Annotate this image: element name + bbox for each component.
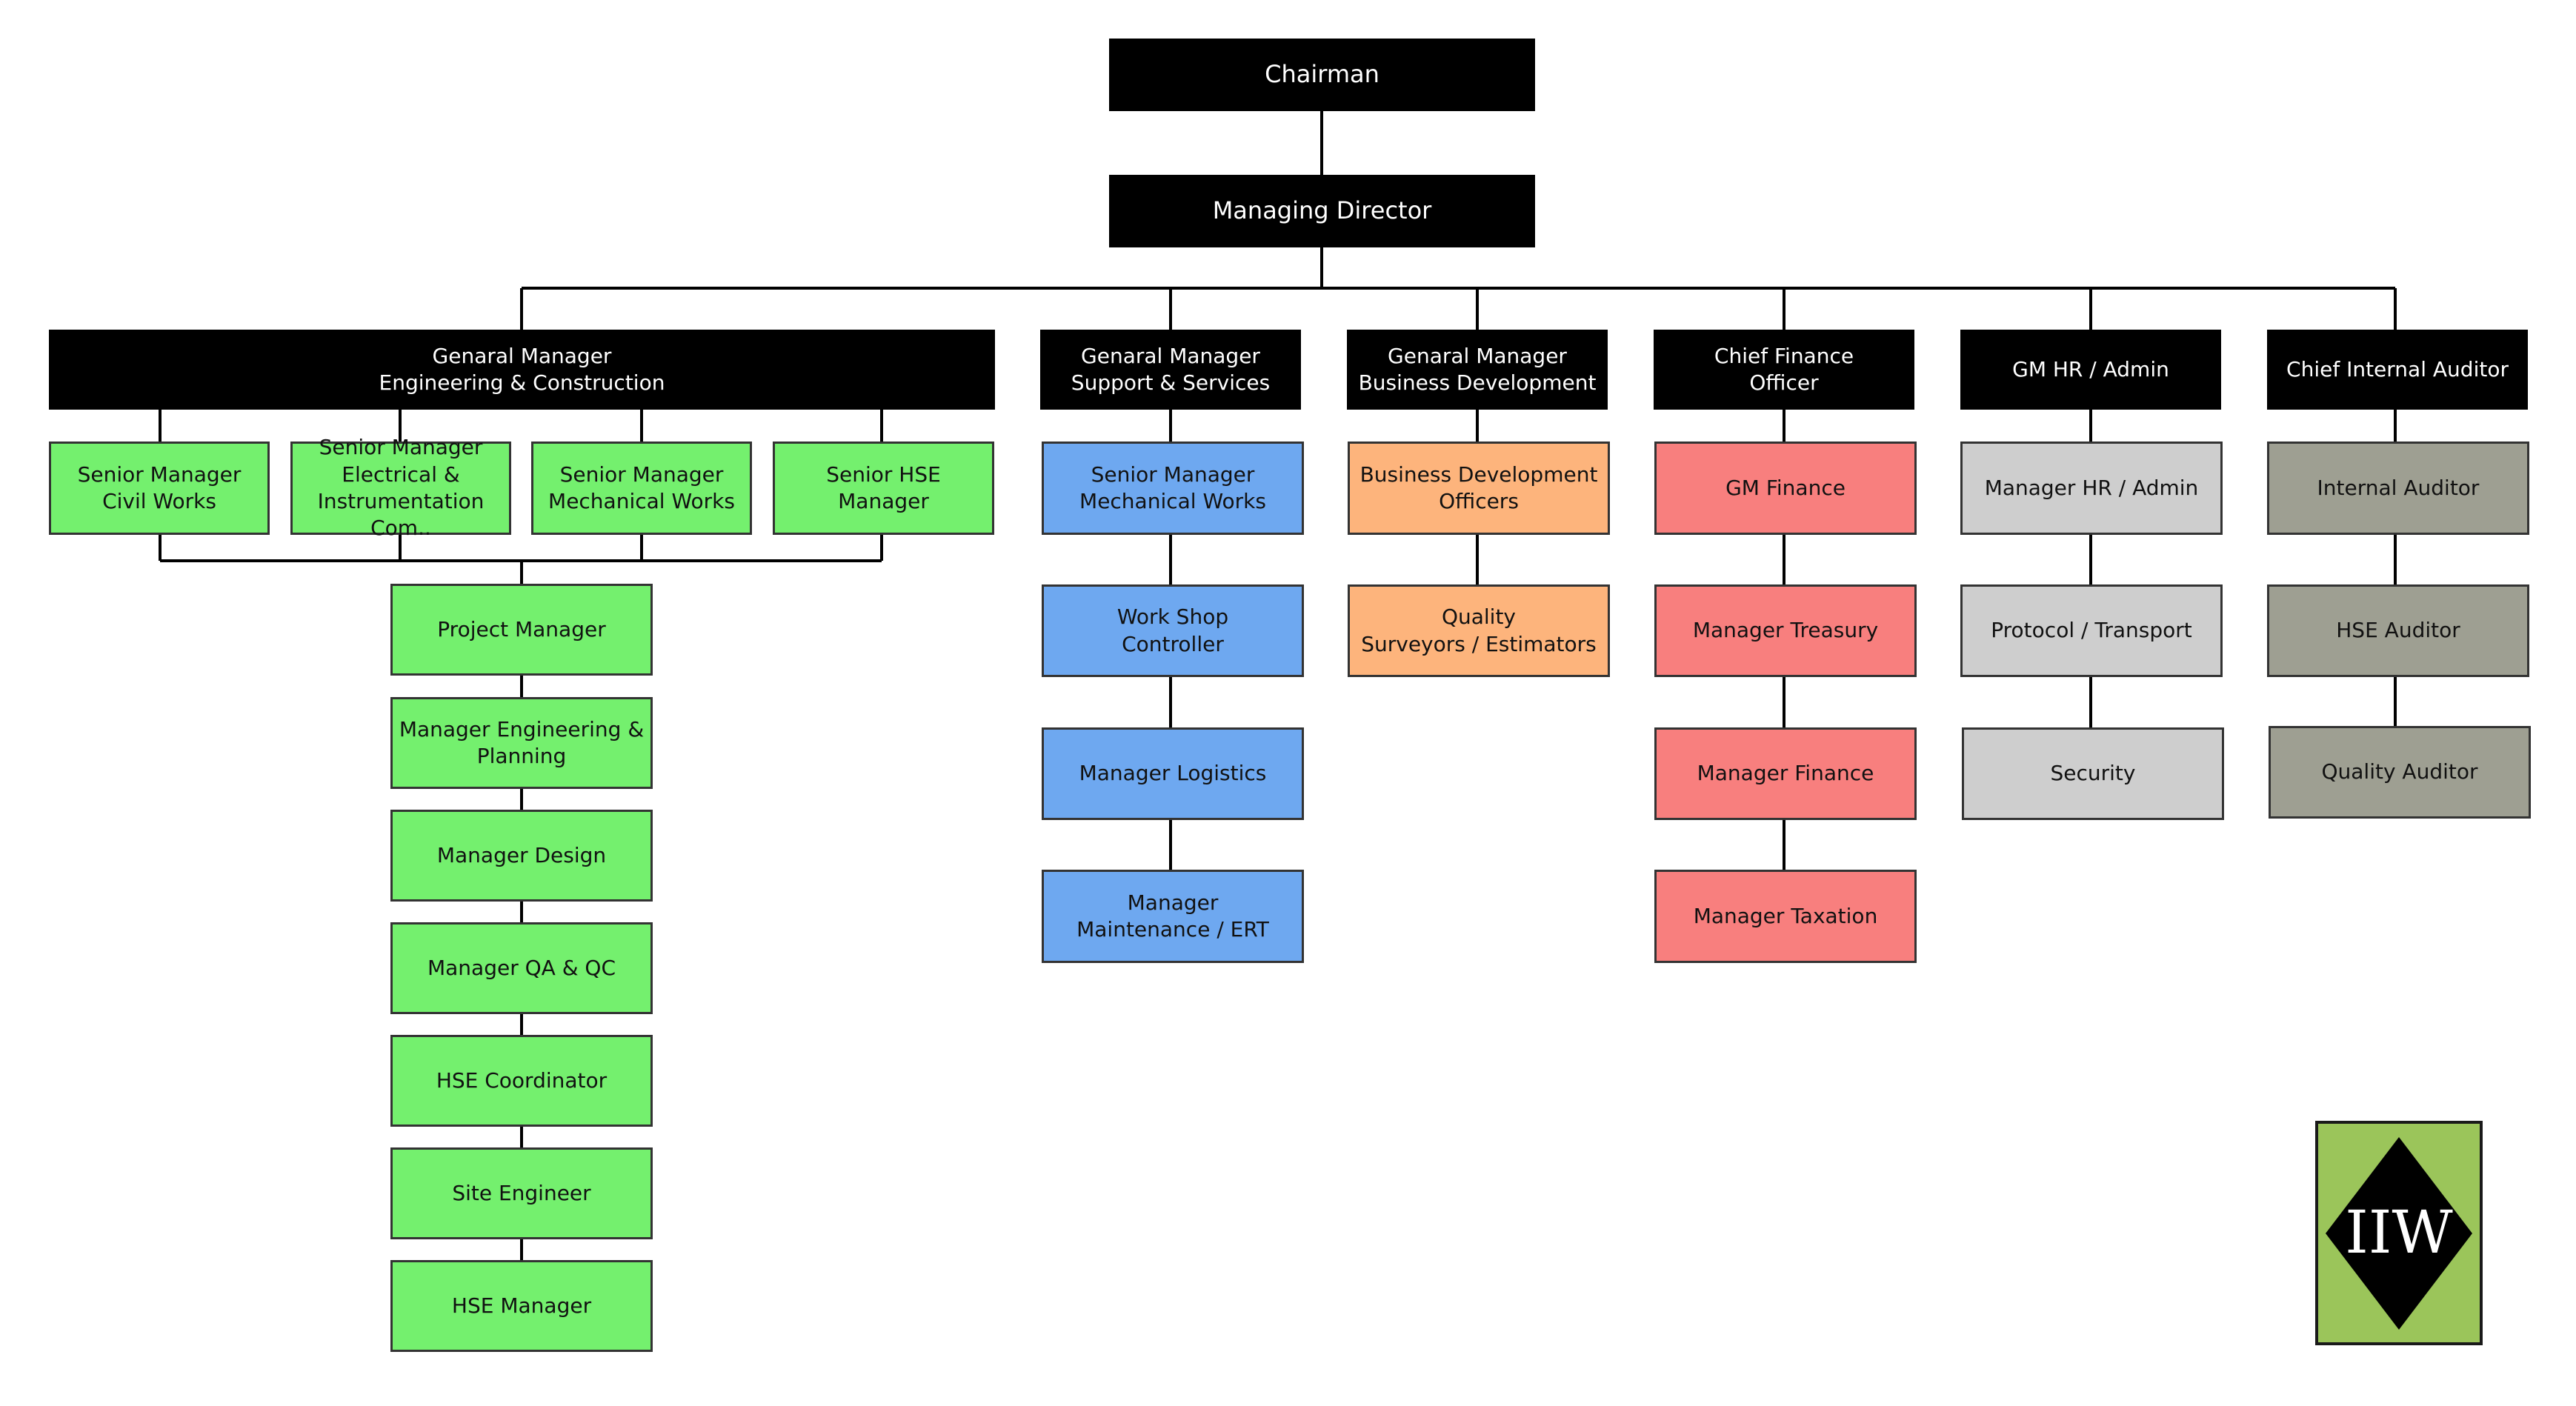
manager-design-box[interactable]: Manager Design <box>390 810 653 902</box>
manager-taxation-box[interactable]: Manager Taxation <box>1654 870 1917 963</box>
gm-engineering-construction-box[interactable]: Genaral Manager Engineering & Constructi… <box>49 330 995 410</box>
chief-internal-auditor-box[interactable]: Chief Internal Auditor <box>2267 330 2528 410</box>
business-development-officers-box[interactable]: Business Development Officers <box>1348 442 1610 535</box>
senior-manager-civil-works-box[interactable]: Senior Manager Civil Works <box>49 442 270 535</box>
work-shop-controller-box[interactable]: Work Shop Controller <box>1042 584 1304 677</box>
chairman-box[interactable]: Chairman <box>1109 39 1535 111</box>
managing-director-box[interactable]: Managing Director <box>1109 175 1535 247</box>
gm-hr-admin-box[interactable]: GM HR / Admin <box>1960 330 2221 410</box>
quality-surveyors-estimators-box[interactable]: Quality Surveyors / Estimators <box>1348 584 1610 677</box>
iiw-logo: IIW <box>2315 1121 2483 1345</box>
quality-auditor-box[interactable]: Quality Auditor <box>2269 726 2531 819</box>
internal-auditor-box[interactable]: Internal Auditor <box>2267 442 2529 535</box>
manager-engineering-planning-box[interactable]: Manager Engineering & Planning <box>390 697 653 789</box>
senior-hse-manager-box[interactable]: Senior HSE Manager <box>773 442 994 535</box>
manager-maintenance-ert-box[interactable]: Manager Maintenance / ERT <box>1042 870 1304 963</box>
senior-manager-mechanical-works-box[interactable]: Senior Manager Mechanical Works <box>531 442 752 535</box>
logo-diamond-icon: IIW <box>2326 1137 2472 1330</box>
hse-auditor-box[interactable]: HSE Auditor <box>2267 584 2529 677</box>
chief-finance-officer-box[interactable]: Chief Finance Officer <box>1654 330 1914 410</box>
hse-coordinator-box[interactable]: HSE Coordinator <box>390 1035 653 1127</box>
gm-support-services-box[interactable]: Genaral Manager Support & Services <box>1040 330 1301 410</box>
manager-finance-box[interactable]: Manager Finance <box>1654 727 1917 820</box>
logo-text: IIW <box>2345 1198 2452 1267</box>
manager-logistics-box[interactable]: Manager Logistics <box>1042 727 1304 820</box>
site-engineer-box[interactable]: Site Engineer <box>390 1147 653 1239</box>
support-senior-manager-mechanical-box[interactable]: Senior Manager Mechanical Works <box>1042 442 1304 535</box>
manager-treasury-box[interactable]: Manager Treasury <box>1654 584 1917 677</box>
senior-manager-electrical-box[interactable]: Senior Manager Electrical & Instrumentat… <box>290 435 511 540</box>
manager-hr-admin-box[interactable]: Manager HR / Admin <box>1960 442 2223 535</box>
manager-qa-qc-box[interactable]: Manager QA & QC <box>390 922 653 1014</box>
project-manager-box[interactable]: Project Manager <box>390 584 653 676</box>
protocol-transport-box[interactable]: Protocol / Transport <box>1960 584 2223 677</box>
hse-manager-box[interactable]: HSE Manager <box>390 1260 653 1352</box>
gm-finance-box[interactable]: GM Finance <box>1654 442 1917 535</box>
security-box[interactable]: Security <box>1962 727 2224 820</box>
gm-business-development-box[interactable]: Genaral Manager Business Development <box>1347 330 1608 410</box>
